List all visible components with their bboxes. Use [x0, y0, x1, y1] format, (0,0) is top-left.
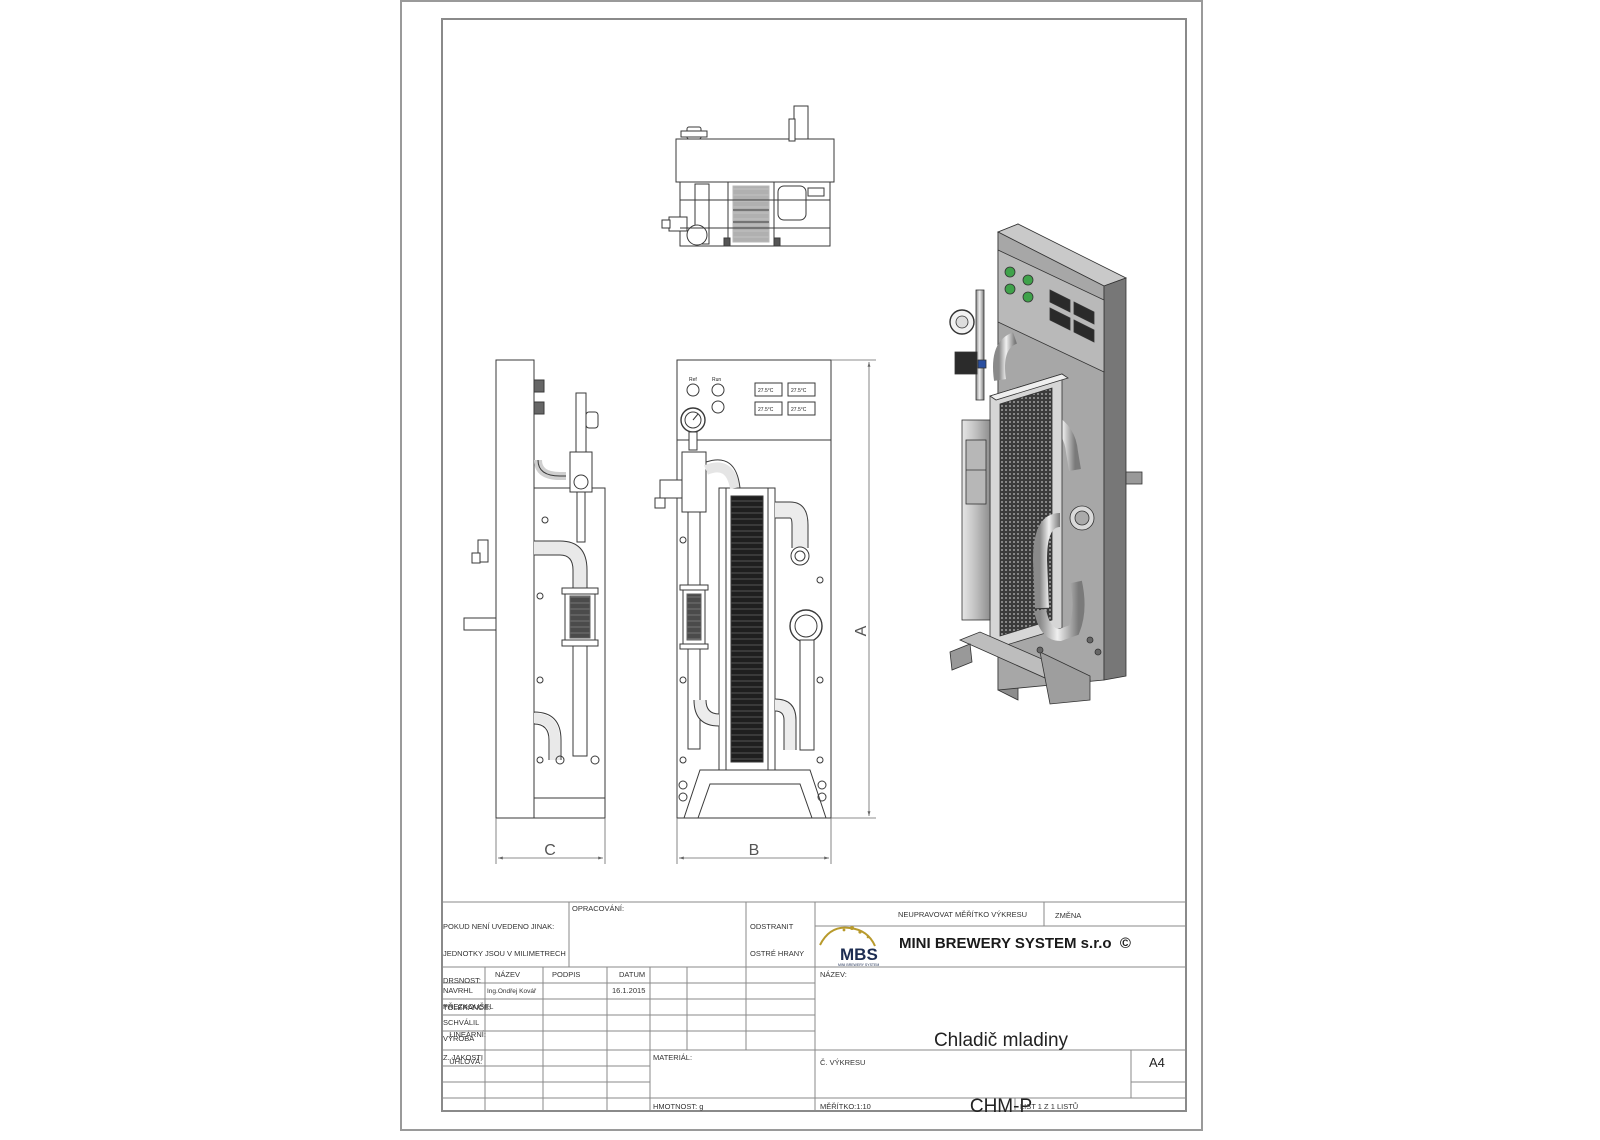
material-label: MATERIÁL:: [653, 1053, 693, 1062]
dimension-lines: [495, 359, 876, 864]
display-readout-4: 27.5°C: [791, 407, 807, 413]
weight-label: HMOTNOST: g: [653, 1102, 704, 1111]
dimension-c-label: C: [544, 842, 556, 859]
col-header-name: NÁZEV: [495, 970, 521, 979]
title-line-2: CHM-P: [969, 1096, 1033, 1117]
designer-name: Ing.Ondřej Kovář: [487, 988, 537, 995]
drawing-title: Chladič mladiny CHM-P: [815, 986, 1187, 1140]
general-notes: POKUD NENÍ UVEDENO JINAK: JEDNOTKY JSOU …: [443, 904, 566, 1075]
deburr-line: OSTRÉ HRANY: [750, 949, 805, 958]
display-readout-1: 27.5°C: [758, 388, 774, 394]
design-date: 16.1.2015: [612, 986, 646, 995]
dimension-a-label: A: [853, 625, 870, 636]
display-readout-3: 27.5°C: [758, 407, 774, 413]
logo-subtext: MINI BREWERY SYSTEM: [838, 963, 879, 967]
logo-text: MBS: [840, 945, 878, 964]
ref-label: Ref: [689, 377, 697, 383]
note-line: DRSNOST:: [443, 976, 481, 985]
name-label: NÁZEV:: [820, 970, 847, 979]
scale-label: MĚŘÍTKO:1:10: [820, 1102, 871, 1111]
drawing-number-label: Č. VÝKRESU: [820, 1058, 866, 1067]
col-header-date: DATUM: [619, 970, 646, 979]
sheet-count-label: LIST 1 Z 1 LISTŮ: [1020, 1102, 1079, 1111]
note-line: ÚHLOVÁ:: [443, 1057, 483, 1066]
note-line: JEDNOTKY JSOU V MILIMETRECH: [443, 949, 566, 958]
company-name: MINI BREWERY SYSTEM s.r.o ©: [899, 935, 1131, 952]
dimension-b-label: B: [749, 842, 760, 859]
sheet-format: A4: [1149, 1055, 1165, 1070]
front-panel-labels: Ref Run 27.5°C 27.5°C 27.5°C 27.5°C: [689, 377, 807, 413]
role-approved: SCHVÁLIL: [443, 1018, 480, 1027]
drawing-frame: [441, 18, 1187, 1112]
isometric-view: [949, 223, 1143, 705]
note-line: LINEÁRNÍ:: [443, 1030, 486, 1039]
side-view: [463, 359, 606, 819]
note-line: POKUD NENÍ UVEDENO JINAK:: [443, 922, 555, 931]
role-checked: PŘEZKOUŠEL: [443, 1002, 494, 1011]
front-view: [654, 359, 832, 819]
title-line-1: Chladič mladiny: [933, 1030, 1069, 1051]
col-header-signature: PODPIS: [552, 970, 581, 979]
display-readout-2: 27.5°C: [791, 388, 807, 394]
role-quality: Z. JAKOSTI: [443, 1053, 484, 1062]
revision-label: ZMĚNA: [1055, 911, 1082, 920]
role-designed: NAVRHL: [443, 986, 473, 995]
run-label: Run: [712, 377, 721, 383]
scale-note: NEUPRAVOVAT MĚŘÍTKO VÝKRESU: [898, 910, 1028, 919]
top-view: [661, 105, 835, 247]
dimension-labels: A B C: [544, 625, 870, 859]
deburr-label: ODSTRANIT OSTRÉ HRANY: [750, 904, 804, 967]
finish-label: OPRACOVÁNÍ:: [572, 904, 625, 913]
deburr-line: ODSTRANIT: [750, 922, 794, 931]
note-line: TOLERANCE:: [443, 1003, 491, 1012]
mbs-logo: MBS MINI BREWERY SYSTEM: [819, 926, 879, 967]
role-production: VÝROBA: [443, 1034, 475, 1043]
title-block-grid: [441, 901, 1187, 1112]
